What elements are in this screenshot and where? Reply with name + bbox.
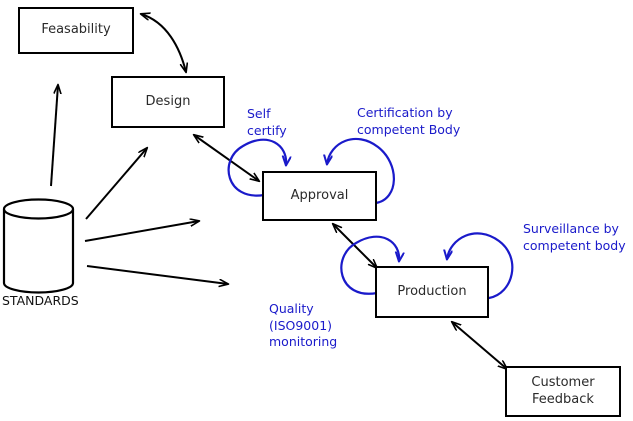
node-feasability[interactable]: Feasability bbox=[18, 7, 134, 54]
node-customer-feedback[interactable]: Customer Feedback bbox=[505, 366, 621, 417]
annotation-quality-iso9001-monitoring: Quality (ISO9001) monitoring bbox=[269, 301, 338, 349]
edge-design-approval bbox=[194, 135, 259, 181]
node-approval[interactable]: Approval bbox=[262, 171, 377, 221]
edge-standards-production bbox=[86, 265, 228, 284]
datastore-standards bbox=[2, 198, 75, 294]
annotation-self-certify: Self certify bbox=[247, 106, 287, 138]
edge-standards-design bbox=[85, 148, 147, 220]
edge-standards-approval bbox=[84, 221, 199, 242]
self-loop-surveillance bbox=[447, 232, 514, 300]
datastore-standards-label: STANDARDS bbox=[2, 293, 79, 308]
node-design[interactable]: Design bbox=[111, 76, 225, 128]
edge-production-customer-feedback bbox=[452, 322, 507, 369]
self-loop-certification bbox=[327, 137, 395, 205]
self-loop-quality bbox=[340, 235, 399, 295]
node-production-label: Production bbox=[397, 283, 467, 299]
node-design-label: Design bbox=[145, 93, 191, 109]
edge-feasability-design bbox=[141, 14, 186, 72]
annotation-certification-by-competent-body: Certification by competent Body bbox=[357, 105, 461, 137]
edge-approval-production bbox=[333, 224, 377, 268]
node-feasability-label: Feasability bbox=[41, 22, 111, 38]
annotation-surveillance-by-competent-body: Surveillance by competent body bbox=[523, 221, 626, 253]
edge-standards-feasability bbox=[50, 85, 58, 187]
node-customer-feedback-label: Customer Feedback bbox=[531, 375, 595, 407]
self-loop-self-certify bbox=[227, 138, 287, 197]
node-approval-label: Approval bbox=[290, 187, 349, 203]
node-production[interactable]: Production bbox=[375, 266, 489, 318]
